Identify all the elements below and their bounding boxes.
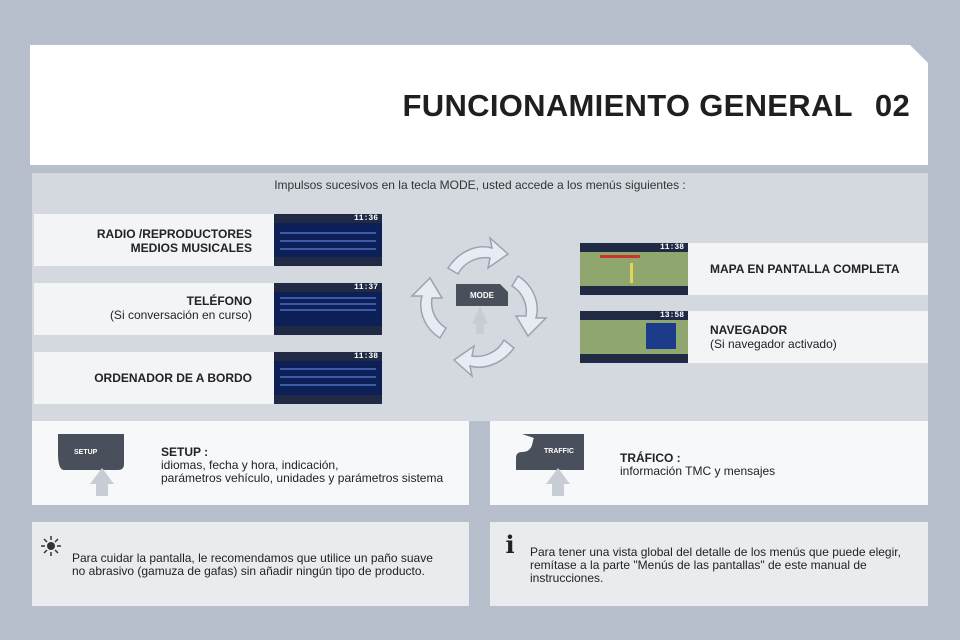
chapter-number: 02 — [874, 88, 910, 123]
menu-label-computer: ORDENADOR DE A BORDO — [94, 371, 252, 385]
menu-strip-navigator — [688, 311, 928, 363]
cycle-arrow-icon — [410, 235, 548, 379]
header-banner — [30, 45, 928, 165]
tip-right-box — [490, 522, 928, 606]
setup-key-label: SETUP — [74, 449, 98, 456]
traffic-description: TRÁFICO : información TMC y mensajes — [620, 451, 776, 478]
traffic-key-label: TRAFFIC — [544, 448, 574, 455]
setup-description: SETUP : idiomas, fecha y hora, indicació… — [161, 445, 444, 485]
screen-radio: 11:36 — [274, 214, 382, 266]
mode-key-icon — [456, 284, 508, 306]
menu-strip-phone — [34, 283, 274, 335]
info-icon: i — [505, 530, 515, 559]
tip-left-text: Para cuidar la pantalla, le recomendamos… — [72, 551, 433, 578]
menu-label-phone: TELÉFONO(Si conversación en curso) — [109, 294, 252, 322]
menu-label-map: MAPA EN PANTALLA COMPLETA — [710, 262, 900, 276]
screen-map: 11:38 — [580, 243, 688, 295]
tip-left-box — [32, 522, 469, 606]
mode-key-label: MODE — [470, 291, 494, 300]
press-arrow-icon — [472, 306, 488, 334]
tip-right-text: Para tener una vista global del detalle … — [530, 545, 901, 585]
screen-navigator: 13:58 — [580, 311, 688, 363]
sun-icon — [41, 536, 61, 556]
menu-strip-radio — [34, 214, 274, 266]
mode-cycle-diagram — [410, 235, 548, 379]
screen-computer: 11:38 — [274, 352, 382, 404]
menu-strip-map — [688, 243, 928, 295]
screen-phone: 11:37 — [274, 283, 382, 335]
menu-strip-computer — [34, 352, 274, 404]
traffic-key-icon — [516, 434, 584, 496]
intro-text: Impulsos sucesivos en la tecla MODE, ust… — [274, 178, 686, 192]
setup-key-icon — [58, 434, 124, 496]
menu-label-navigator: NAVEGADOR(Si navegador activado) — [710, 323, 837, 351]
